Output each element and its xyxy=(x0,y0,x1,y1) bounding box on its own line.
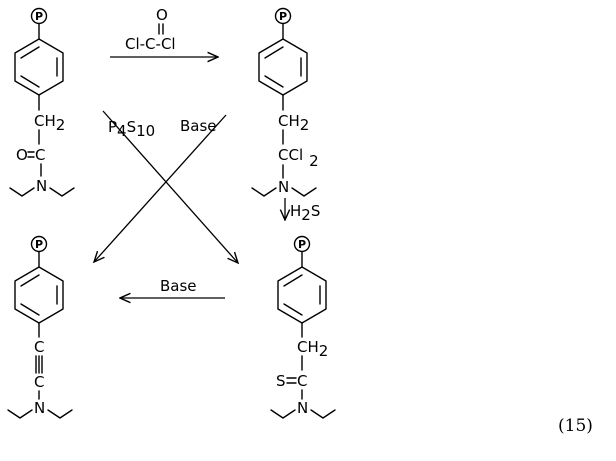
thio-c-label: C xyxy=(297,372,307,390)
structure-ynamine: P C C N xyxy=(7,235,73,419)
equation-number: (15) xyxy=(558,416,593,436)
polymer-label: P xyxy=(35,10,43,23)
benzene-ring-icon xyxy=(14,266,64,324)
polymer-bead-icon: P xyxy=(293,235,311,253)
structure-amide: P CH2 O C N xyxy=(9,7,75,197)
polymer-bead-icon: P xyxy=(274,7,292,25)
carbonyl-c-label: C xyxy=(35,146,45,164)
amide-n-label: N xyxy=(36,177,47,195)
polymer-bead-icon: P xyxy=(30,7,48,25)
structure-thioamide: P CH2 S C N xyxy=(270,235,336,419)
p4s10-label: P4S10 xyxy=(108,118,155,140)
alkyne-c2-label: C xyxy=(34,373,44,391)
polymer-bead-icon: P xyxy=(30,235,48,253)
thio-s-label: S xyxy=(276,372,286,390)
svg-text:P: P xyxy=(35,238,43,251)
phosgene-o-label: O xyxy=(156,6,168,24)
base-diagonal-label: Base xyxy=(180,117,217,135)
h2s-label: H2S xyxy=(290,202,320,224)
ch2-label: CH2 xyxy=(34,112,65,134)
thioamide-n-label: N xyxy=(297,399,308,417)
svg-text:P: P xyxy=(298,238,306,251)
ch2-label: CH2 xyxy=(278,112,309,134)
base-diagonal-arrow xyxy=(94,114,227,262)
ch2-label: CH2 xyxy=(297,338,328,360)
svg-text:P: P xyxy=(279,10,287,23)
alkyne-c1-label: C xyxy=(34,338,44,356)
carbonyl-o-label: O xyxy=(16,146,28,164)
amine-n-label: N xyxy=(278,178,289,196)
benzene-ring-icon xyxy=(258,38,308,96)
benzene-ring-icon xyxy=(14,38,64,96)
base-bottom-label: Base xyxy=(160,277,197,295)
ynamine-n-label: N xyxy=(34,399,45,417)
p4s10-arrow xyxy=(102,110,238,263)
phosgene-reagent: O Cl-C-Cl xyxy=(125,6,176,53)
phosgene-formula-label: Cl-C-Cl xyxy=(125,35,176,53)
benzene-ring-icon xyxy=(277,266,327,324)
